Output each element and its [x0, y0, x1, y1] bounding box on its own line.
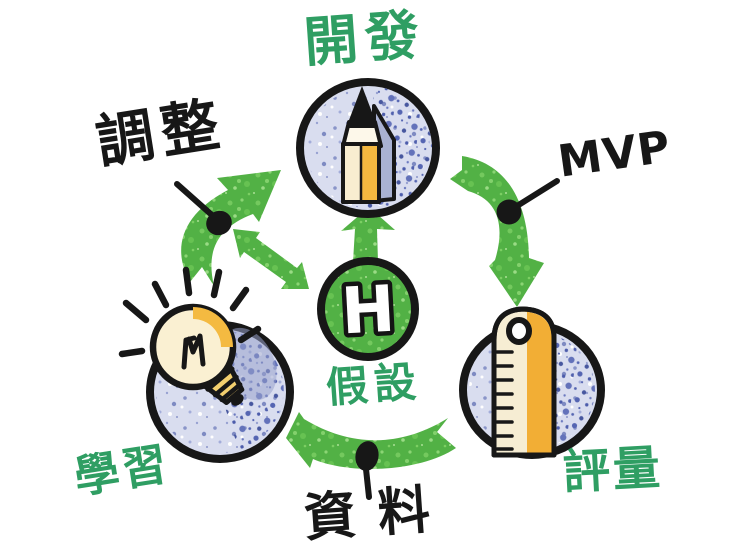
callout-connectors: [174, 178, 560, 500]
light-rays: [118, 266, 262, 358]
arrow-develop-to-measure: [450, 156, 544, 307]
hypothesis-symbol: H: [339, 273, 396, 350]
develop-node: [296, 78, 440, 218]
label-hypothesis: 假設: [324, 356, 424, 413]
label-develop: 開發: [301, 2, 429, 75]
cycle-arrows: [181, 156, 544, 469]
measure-node: [459, 306, 605, 459]
bulb-filament: [181, 333, 206, 370]
mvp-dot: [496, 199, 522, 225]
label-learn: 學習: [70, 436, 174, 505]
arrow-learn-to-develop: [181, 170, 281, 286]
hypothesis-node: H: [317, 257, 419, 361]
arrow-hypothesis-to-develop: [341, 207, 395, 262]
lightbulb-icon: [118, 266, 262, 406]
data-connector-line: [363, 466, 372, 500]
ruler-ticks: [495, 350, 514, 451]
adjust-connector-line: [174, 181, 216, 219]
label-data: 資料: [302, 478, 454, 550]
adjust-dot: [206, 210, 232, 236]
learn-node: [118, 266, 294, 463]
mvp-connector-line: [514, 178, 560, 209]
data-dot: [355, 441, 379, 471]
arrow-hypothesis-adjust-bidirectional: [233, 229, 309, 289]
ruler-icon: [491, 306, 557, 458]
arrow-measure-to-learn: [286, 412, 456, 469]
label-measure: 評量: [561, 440, 665, 501]
pencil-icon: [341, 86, 396, 204]
